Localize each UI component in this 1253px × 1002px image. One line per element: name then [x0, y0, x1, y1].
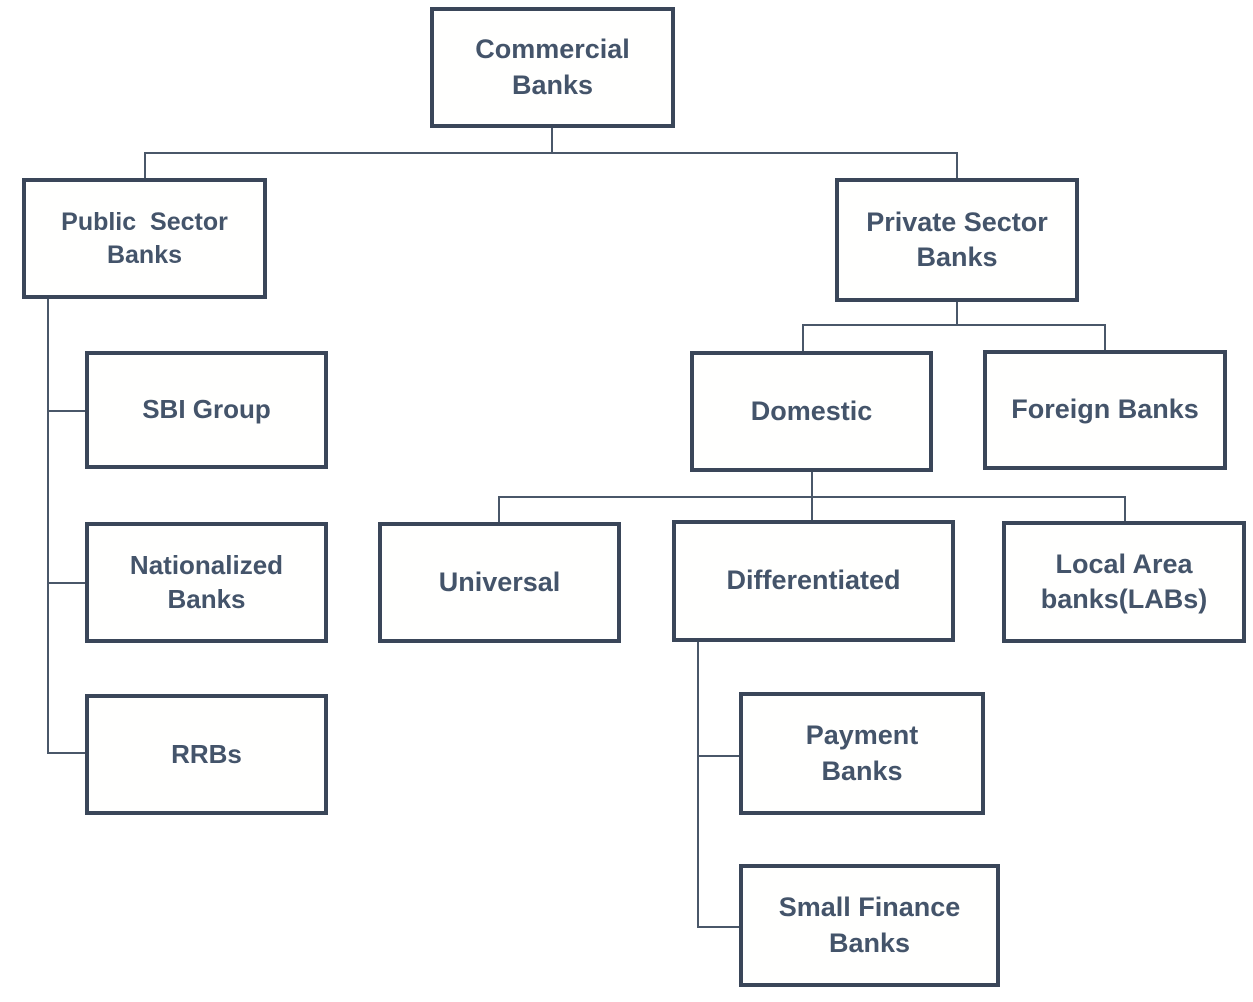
connector-payment-stub: [697, 755, 739, 757]
connector-sbi-stub: [47, 410, 85, 412]
connector-public-drop: [144, 152, 146, 178]
node-rrbs: RRBs: [85, 694, 328, 815]
connector-private-drop: [956, 152, 958, 178]
node-public-sector-banks-label: Public Sector Banks: [61, 208, 228, 269]
connector-level4-crossbar: [498, 496, 1126, 498]
connector-private-stem: [956, 302, 958, 326]
node-foreign-banks: Foreign Banks: [983, 350, 1227, 470]
node-public-sector-banks: Public Sector Banks: [22, 178, 267, 299]
connector-commercial-stem: [551, 128, 553, 154]
node-commercial-banks: Commercial Banks: [430, 7, 675, 128]
node-foreign-banks-label: Foreign Banks: [1011, 394, 1199, 425]
connector-small-finance-stub: [697, 926, 739, 928]
node-nationalized-banks-label: Nationalized Banks: [129, 549, 284, 614]
connector-nationalized-stub: [47, 582, 85, 584]
node-rrbs-label: RRBs: [171, 738, 242, 769]
connector-differentiated-spine: [697, 642, 699, 928]
connector-level2-crossbar: [144, 152, 958, 154]
connector-public-spine: [47, 299, 49, 754]
node-domestic-label: Domestic: [750, 395, 873, 426]
node-differentiated: Differentiated: [672, 520, 955, 642]
node-small-finance-banks-label: Small Finance Banks: [778, 892, 961, 958]
connector-lab-drop: [1124, 496, 1126, 521]
node-payment-banks-label: Payment Banks: [805, 720, 919, 786]
node-differentiated-label: Differentiated: [726, 565, 901, 596]
node-small-finance-banks: Small Finance Banks: [739, 864, 1000, 987]
node-universal-label: Universal: [438, 566, 561, 597]
node-private-sector-banks-label: Private Sector Banks: [866, 206, 1048, 272]
node-payment-banks: Payment Banks: [739, 692, 985, 815]
node-domestic: Domestic: [690, 351, 933, 472]
node-local-area-banks: Local Area banks(LABs): [1002, 521, 1246, 643]
connector-rrbs-stub: [47, 752, 85, 754]
node-nationalized-banks: Nationalized Banks: [85, 522, 328, 643]
connector-foreign-drop: [1104, 324, 1106, 350]
node-sbi-group-label: SBI Group: [142, 394, 271, 425]
connector-level3-crossbar: [802, 324, 1106, 326]
connector-universal-drop: [498, 496, 500, 522]
node-commercial-banks-label: Commercial Banks: [475, 34, 630, 100]
node-private-sector-banks: Private Sector Banks: [835, 178, 1079, 302]
node-sbi-group: SBI Group: [85, 351, 328, 469]
node-universal: Universal: [378, 522, 621, 643]
connector-domestic-drop: [802, 324, 804, 351]
node-local-area-banks-label: Local Area banks(LABs): [1040, 548, 1208, 614]
